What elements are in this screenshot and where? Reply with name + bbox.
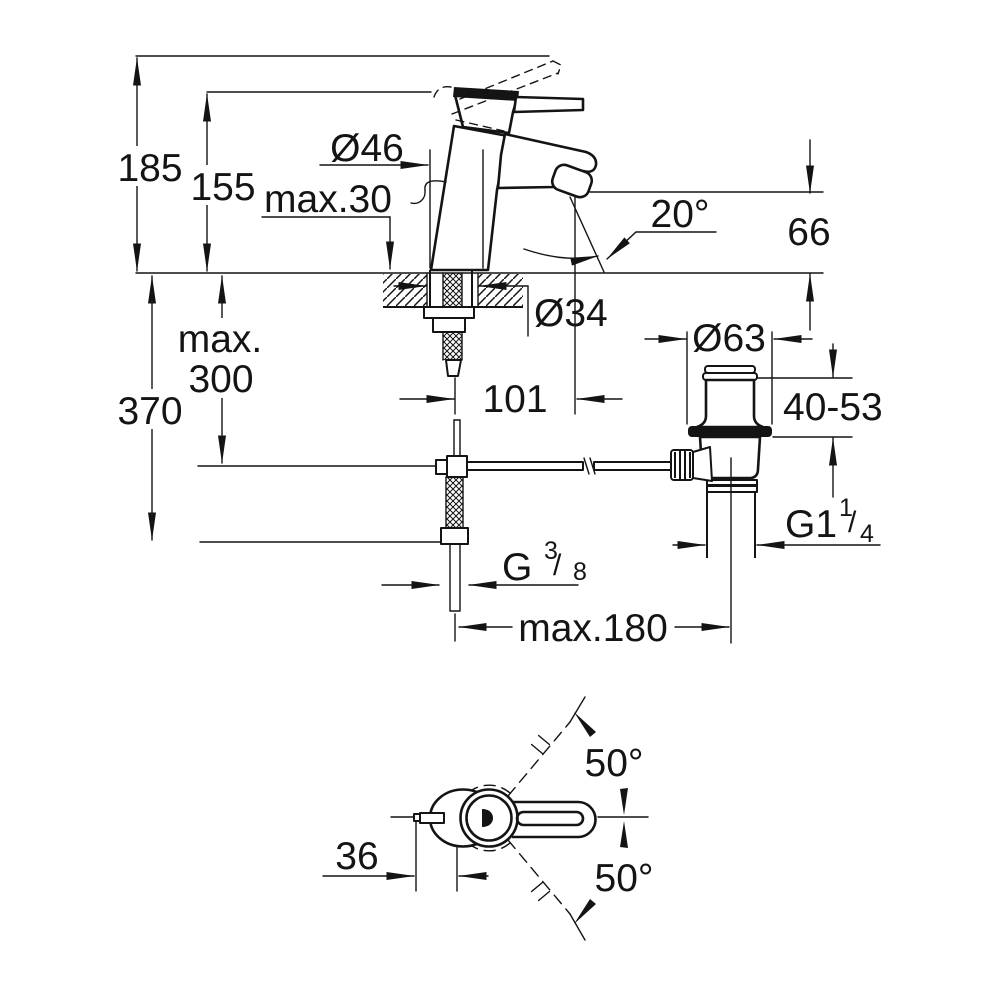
dim-mounting-depth-value: 300: [188, 358, 253, 401]
horizontal-rod-right: [593, 461, 673, 471]
cartridge-boss-inner: [465, 794, 513, 842]
mounting-washer: [423, 306, 475, 319]
waste-plug-top: [704, 365, 756, 374]
supply-thread-base: G: [502, 546, 532, 589]
dim-deck-thickness: max.30: [264, 178, 392, 221]
dim-waste-adjust-range: 40-53: [783, 386, 883, 429]
dimension-hole-diameter: Ø34: [393, 282, 608, 337]
dim-mounting-depth-prefix: max.: [178, 318, 263, 361]
supply-hose-assembly: [423, 270, 475, 642]
flex-hose-upper: [443, 332, 462, 360]
threaded-shank: [443, 273, 462, 307]
dim-handle-offset: 36: [335, 835, 378, 878]
mounting-nut: [432, 317, 466, 333]
waste-collar-upper: [706, 479, 758, 486]
dimension-mounting-depth: max. 300: [170, 275, 270, 464]
faucet-body: [429, 124, 510, 272]
handle-lever: [512, 95, 585, 114]
dim-swing-angle-upper: 50°: [585, 742, 644, 785]
deck-hatch-right: [478, 274, 523, 307]
pop-up-pull-rod-knob: [410, 180, 447, 205]
dim-faucet-height: 155: [190, 166, 255, 209]
dimension-waste-flange: Ø63: [644, 317, 813, 425]
waste-thread-denominator: 4: [860, 520, 874, 548]
dimension-outlet-height: 66: [787, 139, 831, 331]
dimension-aerator-angle: 20°: [523, 193, 717, 415]
handle-raised-position: [433, 60, 562, 132]
horizontal-rod-left: [466, 461, 584, 471]
reference-lines: [135, 55, 853, 543]
deck-hatch-left: [383, 274, 427, 307]
rod-clamp: [446, 455, 468, 478]
dim-spout-reach: 101: [482, 378, 547, 421]
waste-thread-base: G1: [785, 503, 837, 546]
supply-thread-denominator: 8: [573, 558, 587, 586]
waste-thread-numerator: 1: [839, 494, 853, 522]
supply-thread-numerator: 3: [544, 537, 558, 565]
knob-adapter: [692, 446, 713, 482]
waste-flange: [688, 426, 772, 437]
label-supply-thread: G 3 / 8: [381, 537, 587, 589]
cartridge-stem: [482, 809, 493, 827]
faucet-top-view: [390, 788, 597, 848]
dimension-base-diameter: Ø46: [319, 127, 541, 170]
dimension-handle-offset: 36: [322, 821, 489, 892]
supply-thread-nut: [440, 527, 469, 545]
dim-waste-flange-diameter: Ø63: [692, 317, 766, 360]
label-waste-thread: G1 1 / 4: [672, 494, 881, 549]
supply-thread-slash: /: [553, 549, 562, 582]
rod-clamp-small: [435, 459, 448, 475]
dim-aerator-angle: 20°: [651, 193, 710, 236]
faucet: [410, 60, 598, 272]
dimension-waste-adjust: 40-53: [783, 343, 883, 498]
handle-cap: [453, 87, 519, 101]
waste-thread-slash: /: [848, 506, 857, 539]
hose-end-upper: [445, 359, 462, 377]
dimension-spout-reach: 101: [399, 377, 623, 421]
waste-neck: [695, 378, 765, 429]
handle-slot: [515, 810, 585, 827]
dimension-faucet-height: 155: [185, 93, 261, 272]
dim-swing-angle-lower: 50°: [595, 857, 654, 900]
dim-center-distance: max.180: [518, 607, 668, 650]
pop-up-rod: [466, 457, 673, 475]
aerator: [550, 163, 594, 199]
dimension-hose-length: 370: [112, 275, 188, 541]
waste-collar-lower: [706, 485, 758, 493]
dim-hole-diameter: Ø34: [534, 292, 608, 335]
dim-hose-length: 370: [117, 390, 182, 433]
swing-angle-dimension: 50° 50°: [574, 712, 653, 924]
dim-base-diameter: Ø46: [330, 127, 404, 170]
dimension-center-distance: max.180: [458, 607, 730, 650]
limit-pin: [419, 812, 445, 824]
top-view: 50° 50° 36: [322, 696, 653, 941]
dimension-overall-height: 185: [112, 57, 188, 272]
dim-overall-height: 185: [117, 147, 182, 190]
handle-top-view: [511, 800, 597, 839]
flex-hose-lower: [446, 477, 463, 528]
waste-assembly: [670, 365, 772, 644]
dim-outlet-height: 66: [787, 211, 830, 254]
side-view: 185 155 370 max. 300 max.30 Ø46: [112, 55, 883, 650]
dimension-deck-thickness: max.30: [261, 178, 394, 270]
